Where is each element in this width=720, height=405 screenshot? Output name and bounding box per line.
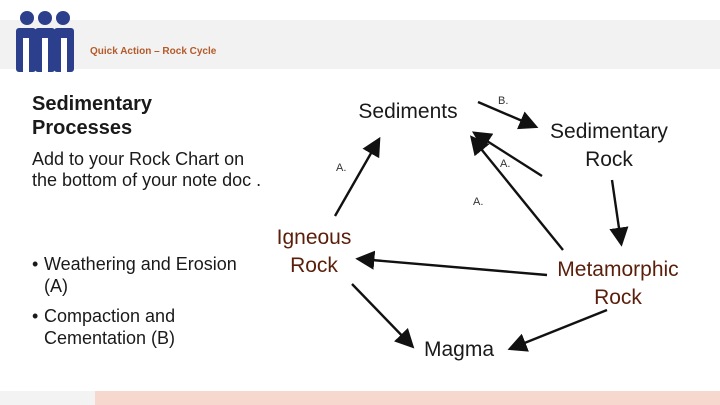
list-item-text: Weathering and Erosion (A) bbox=[44, 254, 237, 296]
node-label: Igneous bbox=[276, 226, 352, 249]
arrow-sediments-to-sedimentary bbox=[477, 100, 539, 130]
node-label: Rock bbox=[585, 148, 633, 171]
edge-label-a: A. bbox=[336, 162, 347, 174]
footer-accent bbox=[95, 391, 720, 405]
node-label: Rock bbox=[290, 254, 338, 277]
list-item-text: Compaction and Cementation (B) bbox=[44, 306, 176, 348]
node-label: Magma bbox=[423, 338, 495, 361]
node-magma: Magma bbox=[414, 336, 504, 364]
people-group-icon bbox=[16, 11, 74, 72]
node-label: Sediments bbox=[358, 100, 458, 123]
instruction-text: Add to your Rock Chart on the bottom of … bbox=[32, 149, 262, 190]
node-igneous-rock: Igneous Rock bbox=[266, 224, 362, 280]
slide-heading: Sedimentary Processes bbox=[32, 93, 153, 139]
arrow-igneous-to-magma bbox=[351, 283, 415, 349]
node-metamorphic-rock: Metamorphic Rock bbox=[538, 256, 698, 312]
node-label: Metamorphic bbox=[557, 258, 679, 281]
node-label: Sedimentary bbox=[550, 120, 668, 143]
list-item: •Compaction and Cementation (B) bbox=[32, 305, 257, 349]
arrow-metamorphic-to-magma bbox=[507, 308, 608, 352]
bullet-dot: • bbox=[32, 254, 39, 274]
bullet-dot: • bbox=[32, 306, 39, 326]
edge-label-a: A. bbox=[500, 158, 511, 170]
arrow-sedimentary-to-metamorphic bbox=[609, 179, 629, 247]
process-list: •Weathering and Erosion (A) •Compaction … bbox=[32, 253, 257, 357]
arrow-metamorphic-to-igneous bbox=[355, 250, 548, 277]
arrow-igneous-to-sediments bbox=[333, 136, 381, 217]
edge-label-b: B. bbox=[498, 95, 509, 107]
header-band bbox=[0, 20, 720, 69]
slide-subtitle: Quick Action – Rock Cycle bbox=[90, 46, 217, 57]
node-sediments: Sediments bbox=[346, 98, 470, 126]
node-sedimentary-rock: Sedimentary Rock bbox=[534, 118, 684, 174]
arrow-metamorphic-to-sediments bbox=[469, 135, 564, 251]
node-label: Rock bbox=[594, 286, 642, 309]
edge-label-a: A. bbox=[473, 196, 484, 208]
list-item: •Weathering and Erosion (A) bbox=[32, 253, 257, 297]
